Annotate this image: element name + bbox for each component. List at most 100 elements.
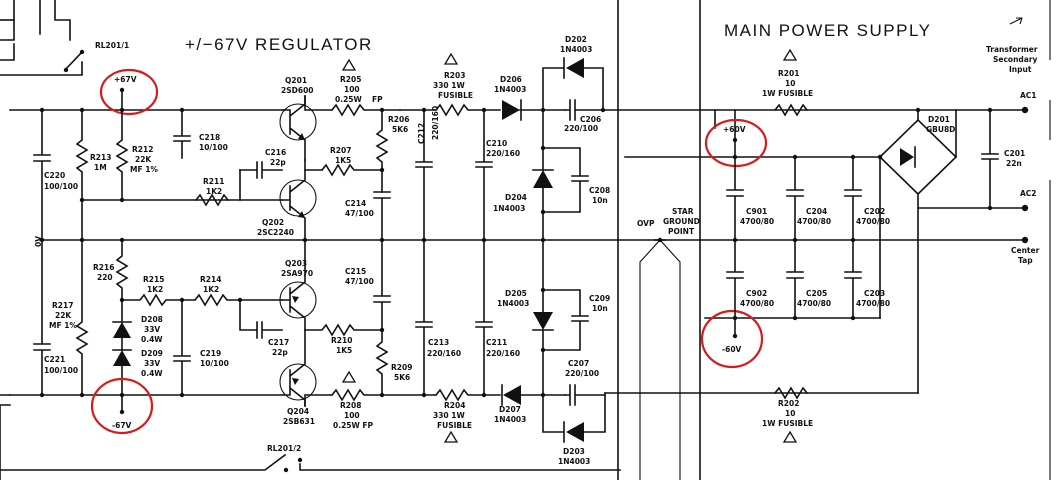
svg-text:22p: 22p (272, 348, 288, 357)
q204: Q204 2SB631 (279, 329, 333, 426)
c203: C203 4700/80 (844, 239, 890, 321)
svg-text:R209: R209 (391, 363, 412, 372)
svg-text:R211: R211 (203, 177, 224, 186)
svg-text:D201: D201 (928, 115, 950, 124)
svg-text:POINT: POINT (668, 227, 695, 236)
svg-text:R214: R214 (200, 275, 221, 284)
r213: R213 1M (75, 107, 111, 243)
c215: C215 47/100 (345, 239, 391, 331)
svg-text:R205: R205 (340, 75, 361, 84)
c208: C208 10n (542, 147, 610, 213)
r211: R211 1K2 (194, 177, 230, 207)
svg-text:C202: C202 (864, 207, 885, 216)
svg-text:C215: C215 (345, 267, 366, 276)
svg-text:MF 1%: MF 1% (130, 165, 158, 174)
svg-text:C211: C211 (486, 338, 507, 347)
svg-text:D208: D208 (141, 315, 163, 324)
svg-text:22K: 22K (55, 311, 72, 320)
svg-text:FUSIBLE: FUSIBLE (438, 91, 473, 100)
svg-text:Transformer: Transformer (986, 45, 1038, 54)
svg-text:C210: C210 (486, 139, 507, 148)
svg-text:1K5: 1K5 (335, 156, 351, 165)
svg-text:220/160: 220/160 (427, 349, 461, 358)
svg-text:1K2: 1K2 (147, 285, 163, 294)
svg-text:220/160: 220/160 (486, 149, 520, 158)
svg-text:D202: D202 (565, 35, 587, 44)
c219: C219 10/100 (173, 299, 229, 398)
svg-text:4700/80: 4700/80 (856, 299, 890, 308)
svg-text:C901: C901 (746, 207, 767, 216)
relay-rl201-2-label: RL201/2 (267, 444, 301, 453)
svg-text:Q202: Q202 (262, 218, 284, 227)
svg-text:0.25W FP: 0.25W FP (333, 421, 374, 430)
svg-text:C204: C204 (806, 207, 827, 216)
r217: R217 22K MF 1% (49, 239, 89, 398)
svg-text:R216: R216 (93, 263, 114, 272)
rail-pos60-label: +60V (723, 125, 746, 134)
c218: C218 10/100 (173, 107, 228, 159)
svg-text:330 1W: 330 1W (433, 411, 465, 420)
svg-text:2SA970: 2SA970 (281, 269, 313, 278)
highlight-pos60 (704, 118, 768, 168)
highlight-neg67 (90, 377, 154, 435)
r207: R207 1K5 (320, 146, 383, 177)
q201: Q201 2SD600 (279, 76, 333, 161)
svg-text:22p: 22p (270, 158, 286, 167)
svg-text:22K: 22K (135, 155, 152, 164)
svg-text:FUSIBLE: FUSIBLE (437, 421, 472, 430)
svg-text:220/160: 220/160 (431, 106, 440, 140)
svg-text:0V: 0V (34, 236, 43, 247)
d207: D207 1N4003 (494, 384, 566, 424)
c211: C211 220/160 (475, 239, 520, 396)
terminal-center-tap (1021, 236, 1029, 244)
svg-text:1N4003: 1N4003 (494, 415, 526, 424)
svg-text:C206: C206 (580, 115, 601, 124)
c204: C204 4700/80 (786, 154, 831, 243)
relay-rl201-1: RL201/1 (63, 41, 129, 73)
r206: R206 5K6 (375, 109, 409, 193)
rail-pos67-label: +67V (114, 75, 137, 84)
svg-text:R201: R201 (778, 69, 799, 78)
svg-text:C205: C205 (806, 289, 827, 298)
svg-text:4700/80: 4700/80 (856, 217, 890, 226)
r216: R216 220 (93, 239, 129, 303)
r210: R210 1K5 (304, 323, 385, 355)
svg-text:Tap: Tap (1018, 256, 1033, 265)
svg-text:Center: Center (1011, 246, 1040, 255)
rail-neg67-label: -67V (112, 421, 132, 430)
svg-text:D205: D205 (505, 289, 527, 298)
svg-text:C218: C218 (199, 133, 220, 142)
svg-text:C203: C203 (864, 289, 885, 298)
svg-text:C221: C221 (44, 355, 65, 364)
rail-neg67: -67V (90, 377, 154, 435)
svg-text:R213: R213 (90, 153, 111, 162)
svg-text:4700/80: 4700/80 (740, 299, 774, 308)
svg-text:Q203: Q203 (285, 259, 307, 268)
svg-text:220: 220 (97, 273, 113, 282)
r201: R201 10 1W FUSIBLE (762, 48, 813, 117)
svg-text:1K5: 1K5 (336, 346, 352, 355)
rail-neg60-label: -60V (722, 345, 742, 354)
svg-text:C213: C213 (428, 338, 449, 347)
svg-text:1N4003: 1N4003 (560, 45, 592, 54)
svg-text:C212: C212 (417, 123, 426, 144)
r212: R212 22K MF 1% (81, 109, 283, 203)
svg-text:10: 10 (785, 409, 795, 418)
svg-text:MF 1%: MF 1% (49, 321, 77, 330)
svg-text:330 1W: 330 1W (433, 81, 465, 90)
svg-text:D206: D206 (500, 75, 522, 84)
svg-text:100/100: 100/100 (44, 182, 78, 191)
svg-text:Secondary: Secondary (993, 55, 1038, 64)
svg-text:220/100: 220/100 (565, 369, 599, 378)
svg-text:R212: R212 (132, 145, 153, 154)
d205: D205 1N4003 (497, 237, 554, 396)
svg-text:1K2: 1K2 (206, 187, 222, 196)
r205: R205 100 0.25W FP (330, 58, 401, 117)
r214: R214 1K2 (193, 275, 283, 307)
svg-text:0.4W: 0.4W (141, 369, 163, 378)
d203: D203 1N4003 (542, 392, 606, 466)
svg-text:C220: C220 (44, 171, 65, 180)
svg-text:AC2: AC2 (1020, 189, 1037, 198)
rail-pos60: +60V (704, 109, 768, 168)
